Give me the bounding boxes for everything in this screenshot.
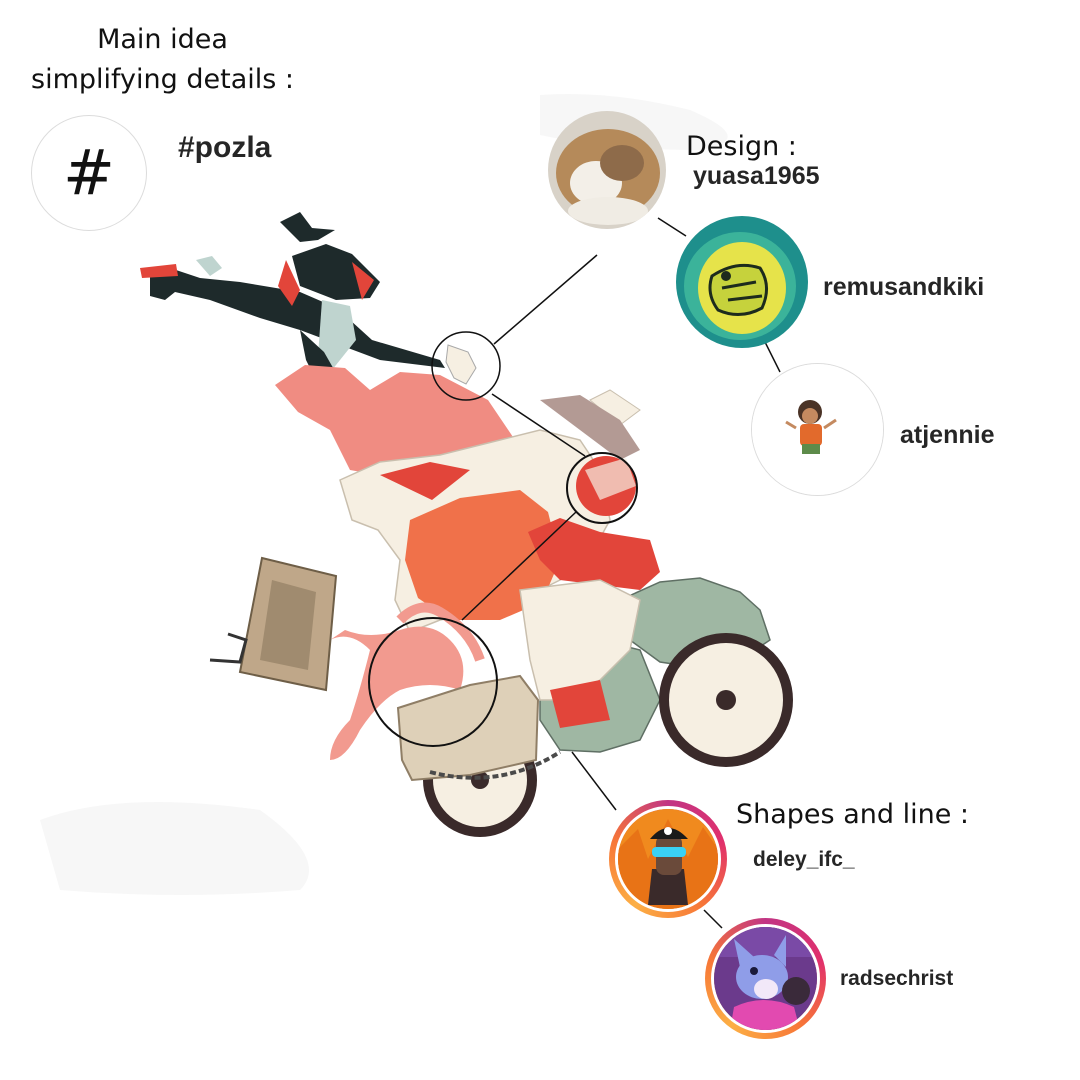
hashtag-label[interactable]: #pozla [178, 131, 272, 164]
design-heading: Design : [686, 131, 797, 162]
intro-line-2: simplifying details : [31, 64, 294, 95]
wolf-character-avatar[interactable] [711, 924, 820, 1033]
girl-figure-avatar[interactable] [751, 363, 884, 496]
visor-character-avatar[interactable] [615, 806, 721, 912]
cat-photo-avatar[interactable] [548, 111, 666, 229]
hashtag-icon[interactable]: # [31, 115, 147, 231]
username-radsechrist[interactable]: radsechrist [840, 967, 954, 990]
username-yuasa1965[interactable]: yuasa1965 [693, 162, 820, 190]
intro-heading: Main idea simplifying details : [20, 20, 305, 100]
username-atjennie[interactable]: atjennie [900, 421, 995, 449]
username-deley_ifc_[interactable]: deley_ifc_ [753, 848, 855, 871]
hash-symbol: # [63, 136, 115, 209]
yellow-creature-avatar[interactable] [676, 216, 808, 348]
username-remusandkiki[interactable]: remusandkiki [823, 273, 985, 301]
shapes-heading: Shapes and line : [736, 799, 969, 830]
intro-line-1: Main idea [97, 24, 228, 55]
